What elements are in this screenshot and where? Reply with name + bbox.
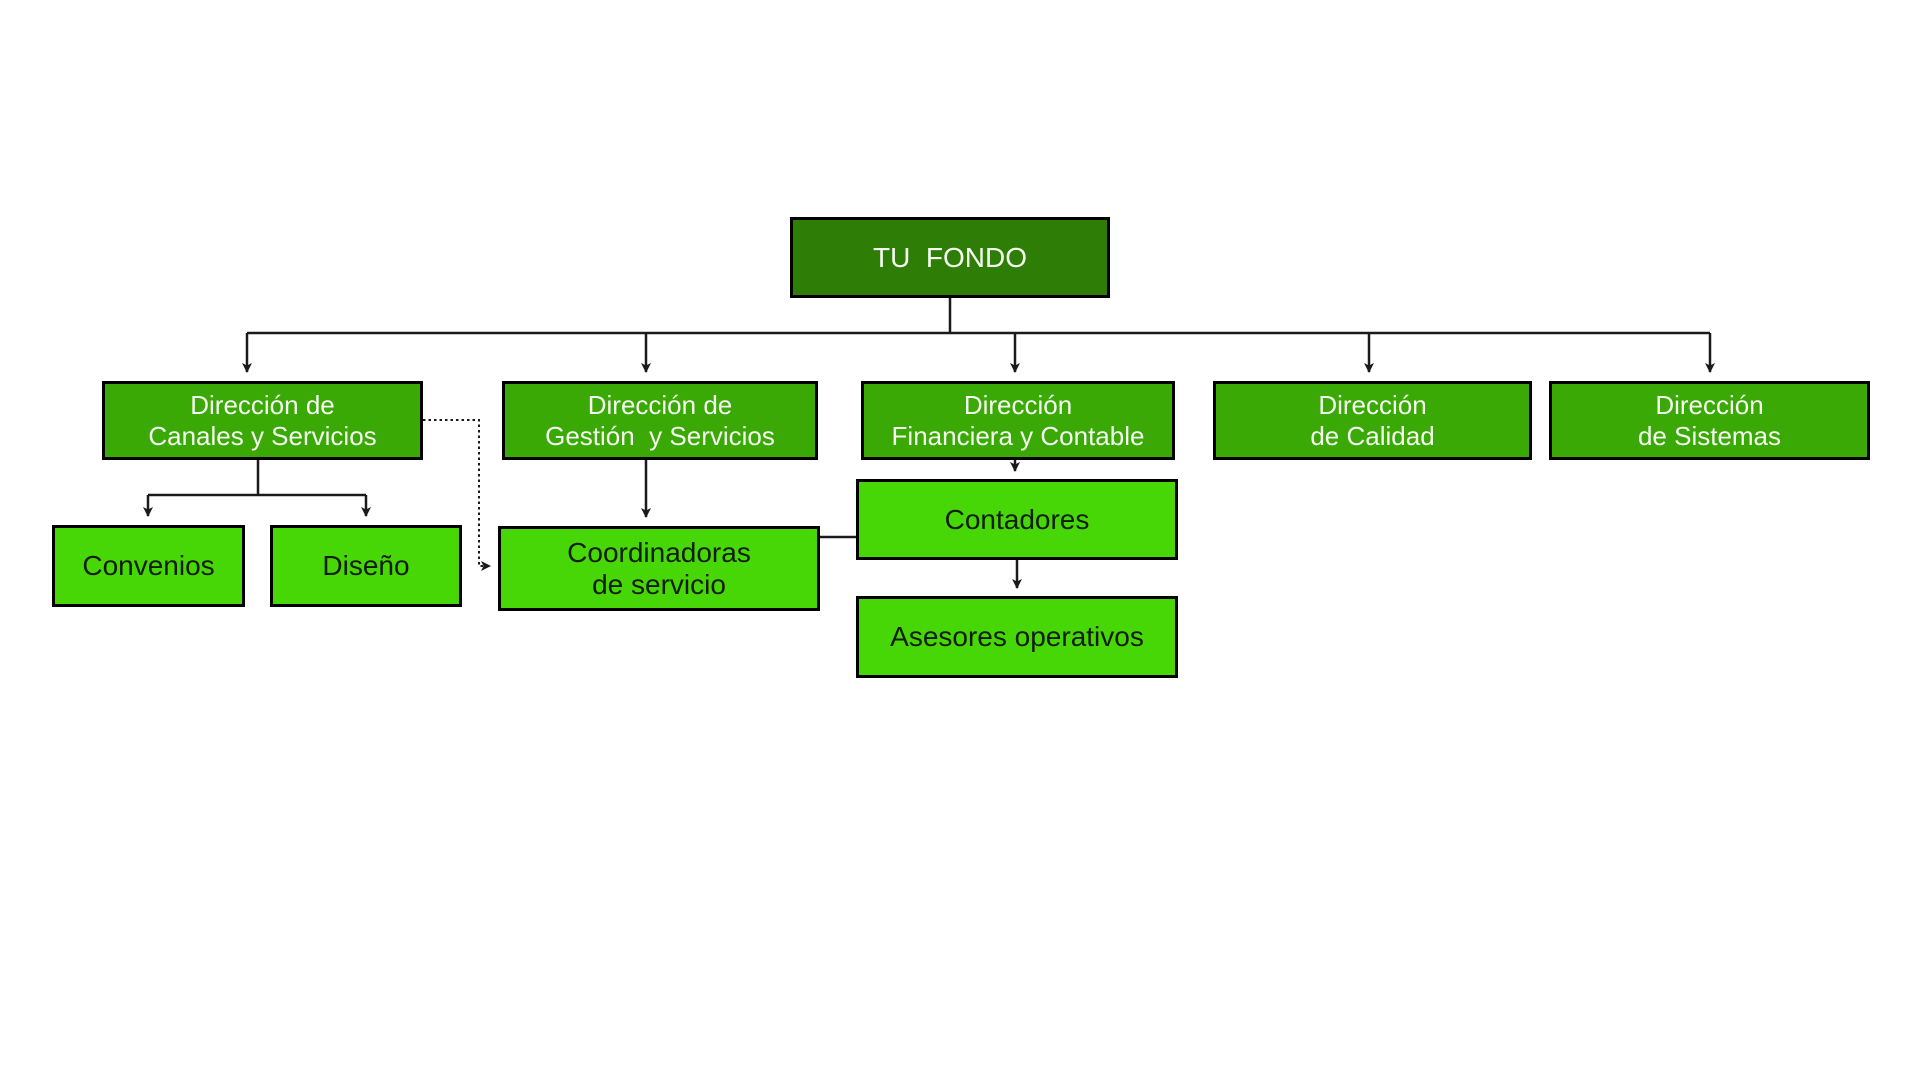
node-label-line1: Coordinadoras — [567, 536, 751, 568]
node-asesores-operativos: Asesores operativos — [856, 596, 1178, 678]
node-label-line2: Gestión y Servicios — [545, 420, 775, 451]
node-label-line2: de Calidad — [1310, 420, 1435, 451]
node-tu-fondo-label: TU FONDO — [873, 241, 1027, 273]
node-tu-fondo: TU FONDO — [790, 217, 1110, 298]
node-direccion-sistemas: Dirección de Sistemas — [1549, 381, 1870, 460]
node-contadores: Contadores — [856, 479, 1178, 560]
node-coordinadoras-servicio: Coordinadoras de servicio — [498, 526, 820, 611]
node-asesores-label: Asesores operativos — [890, 621, 1144, 652]
node-label-line2: Financiera y Contable — [891, 420, 1145, 451]
node-label-line2: Canales y Servicios — [148, 420, 377, 451]
node-convenios: Convenios — [52, 525, 245, 607]
edge-canales-to-coordinadoras-dotted — [423, 419, 491, 571]
node-label-line1: Dirección — [1655, 389, 1764, 420]
node-direccion-canales-servicios: Dirección de Canales y Servicios — [102, 381, 423, 460]
node-label-line2: de servicio — [592, 568, 726, 600]
node-label-line1: Dirección de — [587, 389, 733, 420]
node-label-line1: Dirección de — [190, 389, 335, 420]
node-direccion-gestion-servicios: Dirección de Gestión y Servicios — [502, 381, 818, 460]
node-label-line1: Dirección — [963, 389, 1073, 420]
node-convenios-label: Convenios — [82, 550, 215, 581]
node-contadores-label: Contadores — [944, 503, 1090, 535]
node-direccion-calidad: Dirección de Calidad — [1213, 381, 1532, 460]
node-label-line1: Dirección — [1318, 389, 1427, 420]
node-label-line2: de Sistemas — [1637, 420, 1782, 451]
node-diseno: Diseño — [270, 525, 462, 607]
node-diseno-label: Diseño — [322, 550, 410, 581]
node-direccion-financiera-contable: Dirección Financiera y Contable — [861, 381, 1175, 460]
